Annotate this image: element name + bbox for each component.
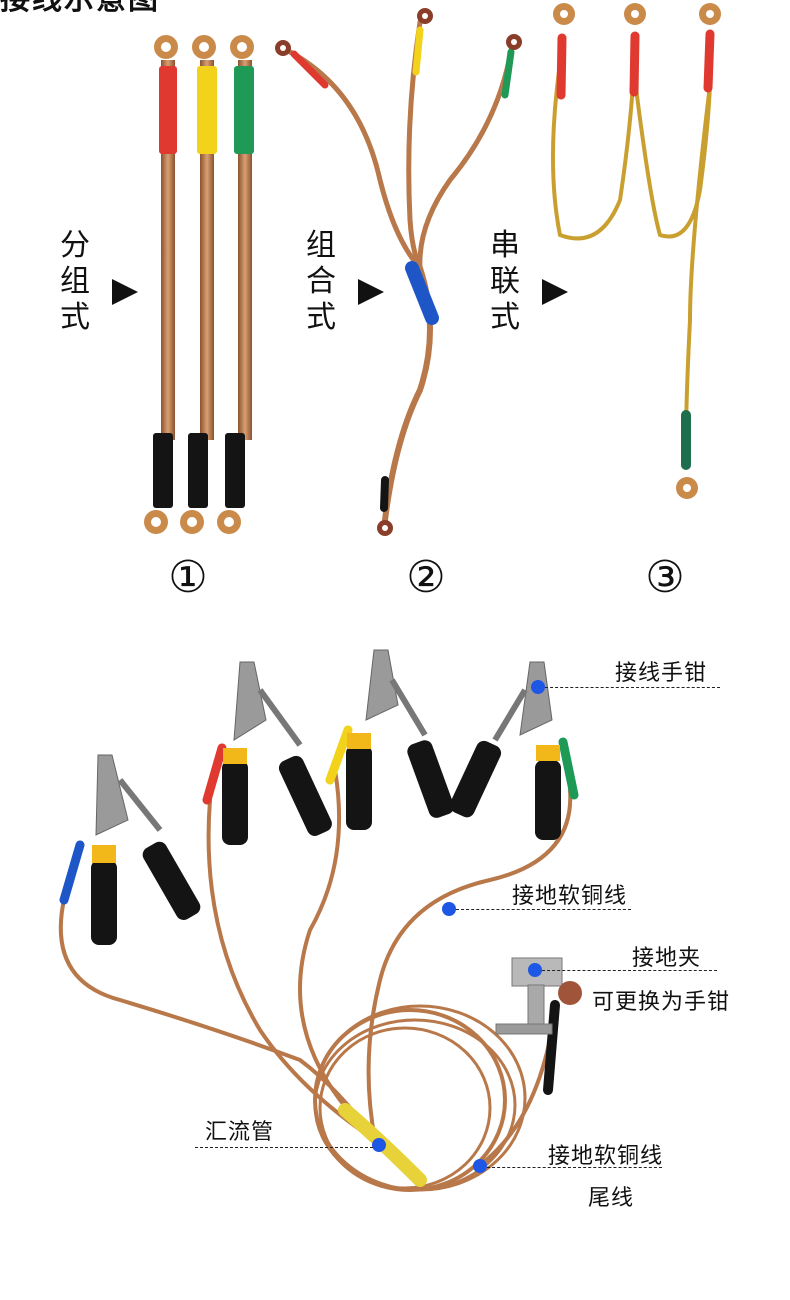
callout-marker bbox=[372, 1138, 386, 1152]
variant-2-number: ② bbox=[406, 552, 446, 603]
callout-tail-wire: 尾线 bbox=[588, 1186, 635, 1211]
callout-marker bbox=[528, 963, 542, 977]
variant-2-cables bbox=[287, 19, 515, 523]
variant-3-number: ③ bbox=[645, 552, 685, 603]
callout-leader bbox=[545, 687, 720, 688]
cable-variants-illustration bbox=[144, 3, 721, 536]
variant-1-number: ① bbox=[168, 552, 208, 603]
variant-1-label: 分组式 bbox=[60, 228, 90, 335]
variant-3-cables bbox=[551, 29, 715, 470]
variant-3-lugs bbox=[553, 3, 721, 499]
variant-1-cables bbox=[144, 35, 254, 534]
callout-leader bbox=[542, 970, 717, 971]
callout-cable-upper: 接地软铜线 bbox=[512, 884, 628, 909]
callout-leader bbox=[456, 909, 631, 910]
alligator-clamp-3 bbox=[346, 649, 454, 830]
variant-3-label: 串联式 bbox=[490, 228, 520, 335]
callout-ground-clamp: 接地夹 bbox=[632, 946, 702, 971]
callout-marker bbox=[442, 902, 456, 916]
arrow-right-icon bbox=[358, 279, 384, 305]
callout-bus-tube: 汇流管 bbox=[205, 1120, 275, 1145]
alligator-clamp-1 bbox=[91, 754, 201, 945]
callout-cable-lower: 接地软铜线 bbox=[548, 1144, 664, 1169]
variant-2-lugs bbox=[275, 8, 522, 536]
callout-leader bbox=[195, 1147, 373, 1148]
alligator-clamp-2 bbox=[222, 661, 332, 845]
callout-leader bbox=[487, 1167, 662, 1168]
arrow-right-icon bbox=[112, 279, 138, 305]
callout-clamp: 接线手钳 bbox=[615, 661, 708, 686]
arrow-right-icon bbox=[542, 279, 568, 305]
callout-marker bbox=[531, 680, 545, 694]
callout-ground-clamp-note: 可更换为手钳 bbox=[592, 990, 731, 1015]
variant-2-label: 组合式 bbox=[306, 228, 336, 335]
callout-marker bbox=[473, 1159, 487, 1173]
page-title-partial: 接线示意图 bbox=[0, 0, 160, 18]
alligator-clamp-4 bbox=[449, 661, 561, 840]
